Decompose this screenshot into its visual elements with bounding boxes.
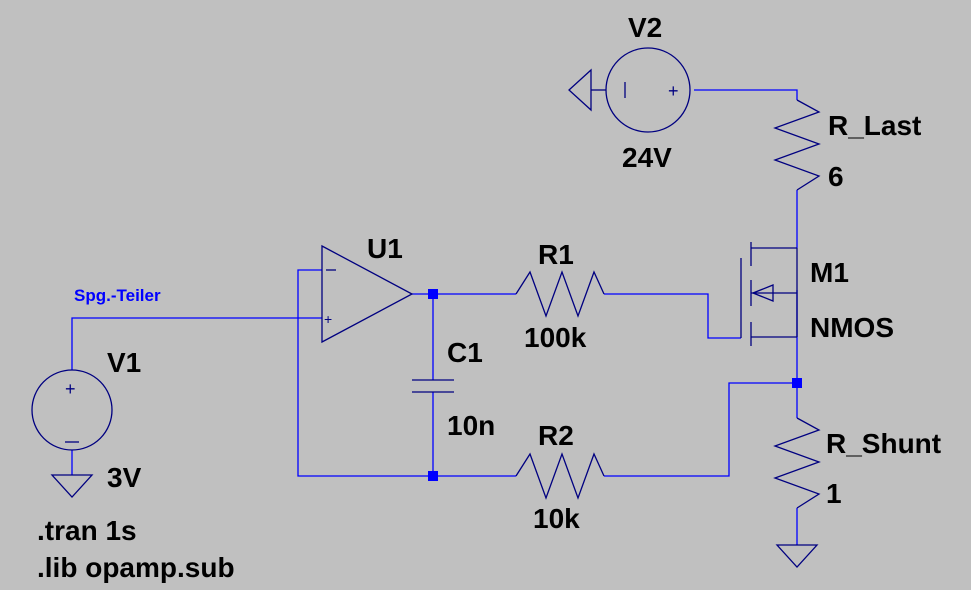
v2-name-label: V2 bbox=[628, 12, 662, 43]
resistor-icon bbox=[773, 417, 821, 509]
r2-value-label: 10k bbox=[533, 503, 580, 534]
v2-voltage-source[interactable]: + V2 24V bbox=[605, 12, 691, 173]
v1-plus-sign: + bbox=[65, 379, 76, 399]
r1-name-label: R1 bbox=[538, 239, 574, 270]
ground-icon bbox=[568, 68, 592, 112]
r2-resistor[interactable]: R2 10k bbox=[515, 420, 605, 534]
spice-directive-tran: .tran 1s bbox=[37, 515, 137, 546]
r1-value-label: 100k bbox=[524, 322, 587, 353]
v2-value-label: 24V bbox=[622, 142, 672, 173]
v1-name-label: V1 bbox=[107, 347, 141, 378]
ground-rshunt bbox=[775, 544, 819, 568]
v1-value-label: 3V bbox=[107, 462, 142, 493]
r-shunt-resistor[interactable]: R_Shunt 1 bbox=[773, 417, 941, 509]
junction-source bbox=[792, 378, 802, 388]
ground-v1 bbox=[50, 474, 94, 498]
v1-voltage-source[interactable]: + V1 3V bbox=[31, 347, 142, 493]
c1-capacitor[interactable]: C1 10n bbox=[412, 337, 495, 441]
r-last-name-label: R_Last bbox=[828, 110, 921, 141]
ground-v2 bbox=[568, 68, 606, 112]
r-shunt-name-label: R_Shunt bbox=[826, 428, 941, 459]
u1-opamp[interactable]: + U1 bbox=[321, 233, 414, 344]
r-last-resistor[interactable]: R_Last 6 bbox=[773, 99, 921, 192]
net-label-spg-teiler[interactable]: Spg.-Teiler bbox=[74, 286, 161, 305]
m1-value-label: NMOS bbox=[810, 312, 894, 343]
resistor-icon bbox=[773, 99, 821, 191]
wire-net-spg-teiler bbox=[71, 317, 322, 370]
v1-source-icon bbox=[31, 369, 113, 451]
ground-icon bbox=[50, 474, 94, 498]
r-last-value-label: 6 bbox=[828, 161, 844, 192]
junction-opamp-out bbox=[428, 289, 438, 299]
junctions bbox=[428, 289, 802, 481]
ground-icon bbox=[775, 544, 819, 568]
wire-feedback bbox=[297, 269, 433, 477]
resistor-icon bbox=[515, 452, 605, 500]
v2-plus-sign: + bbox=[668, 81, 679, 101]
c1-value-label: 10n bbox=[447, 410, 495, 441]
spice-directives[interactable]: .tran 1s .lib opamp.sub bbox=[37, 515, 235, 583]
nmos-arrow-icon bbox=[751, 284, 774, 302]
junction-c1-r2 bbox=[428, 471, 438, 481]
r2-name-label: R2 bbox=[538, 420, 574, 451]
r1-resistor[interactable]: R1 100k bbox=[515, 239, 605, 353]
m1-nmos-transistor[interactable]: M1 NMOS bbox=[740, 242, 894, 346]
opamp-plus-sign: + bbox=[324, 311, 332, 327]
r-shunt-value-label: 1 bbox=[826, 478, 842, 509]
c1-name-label: C1 bbox=[447, 337, 483, 368]
wire-r1-gate bbox=[604, 293, 741, 339]
spice-directive-lib: .lib opamp.sub bbox=[37, 552, 235, 583]
resistor-icon bbox=[515, 270, 605, 318]
u1-name-label: U1 bbox=[367, 233, 403, 264]
m1-name-label: M1 bbox=[810, 257, 849, 288]
wire-r2-right bbox=[604, 382, 797, 477]
wire-v2-rlast bbox=[694, 89, 798, 100]
opamp-icon bbox=[321, 244, 414, 344]
